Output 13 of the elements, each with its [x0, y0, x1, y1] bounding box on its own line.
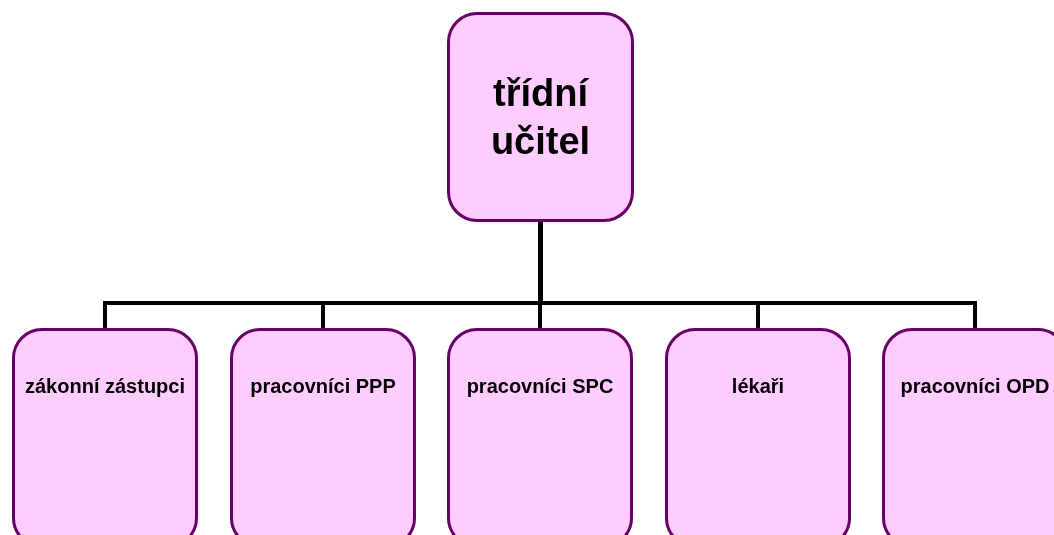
connector-line: [538, 222, 977, 328]
box-label: pracovníci SPC: [465, 374, 615, 399]
box-label: pracovníci PPP: [249, 374, 397, 399]
org-box: [447, 328, 633, 535]
box-label: pracovníci OPD: [899, 374, 1051, 399]
box-label: třídní učitel: [489, 71, 592, 164]
org-box: [447, 12, 634, 222]
org-box: [230, 328, 416, 535]
org-box: [12, 328, 198, 535]
box-label: zákonní zástupci: [24, 374, 186, 399]
org-box: [882, 328, 1054, 535]
org-box: [665, 328, 851, 535]
box-label: lékaři: [730, 374, 786, 399]
